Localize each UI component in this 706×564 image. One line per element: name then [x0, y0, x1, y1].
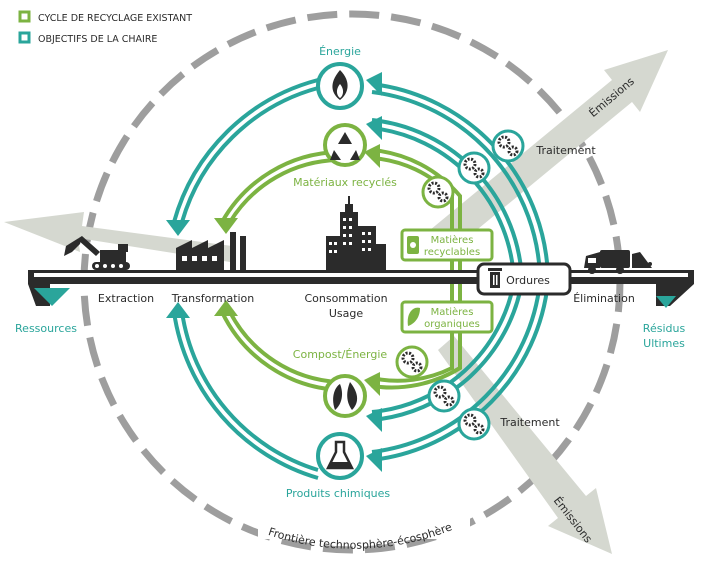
label-ordures: Ordures	[506, 274, 550, 287]
legend-swatch-objectives	[18, 31, 31, 44]
recyclables-box	[400, 228, 494, 262]
materiaux-node	[323, 123, 367, 167]
teal-arrowhead-left-bottom	[166, 302, 190, 318]
ressources-marker	[34, 288, 70, 306]
label-energie: Énergie	[319, 45, 361, 58]
label-traitement-top: Traitement	[535, 144, 596, 157]
frontier-label-backdrop	[258, 513, 470, 539]
teal-outer-loops	[172, 78, 319, 480]
trash-icon	[488, 268, 502, 288]
excavator-icon	[64, 236, 130, 270]
emissions-arrow-bottom	[438, 336, 612, 554]
city-icon	[326, 196, 386, 272]
label-organiques-2: organiques	[424, 319, 480, 330]
label-usage: Usage	[329, 307, 364, 320]
gear-icon	[427, 379, 461, 413]
label-consommation: Consommation	[304, 292, 387, 305]
label-organiques-1: Matières	[431, 306, 474, 318]
label-materiaux: Matériaux recyclés	[293, 176, 397, 189]
teal-arrowheads-right	[366, 72, 382, 472]
legend-swatch-existing	[18, 10, 31, 23]
label-compost: Compost/Énergie	[293, 348, 388, 361]
label-recyclables-2: recyclables	[424, 247, 480, 258]
garbage-truck-icon	[584, 250, 652, 274]
label-recyclables-1: Matières	[431, 234, 474, 246]
gear-icon	[421, 175, 455, 209]
recycle-bin-icon	[407, 236, 419, 254]
legend-label-objectives: OBJECTIFS DE LA CHAIRE	[38, 34, 157, 45]
gear-icon	[457, 151, 491, 185]
leaf-icon	[407, 307, 420, 326]
legend: CYCLE DE RECYCLAGE EXISTANT OBJECTIFS DE…	[18, 10, 192, 45]
recycle-icon	[330, 132, 360, 160]
gear-icon	[491, 129, 525, 163]
organiques-box	[400, 300, 494, 334]
teal-arrowhead-left-top	[166, 220, 190, 236]
energie-node	[316, 62, 364, 110]
flask-icon	[325, 440, 355, 470]
label-residus-2: Ultimes	[643, 337, 685, 350]
leaf-flame-icon	[333, 384, 343, 410]
legend-label-existing: CYCLE DE RECYCLAGE EXISTANT	[38, 13, 192, 24]
label-elimination: Élimination	[573, 292, 635, 305]
ordures-box	[476, 262, 572, 296]
extraction-arrow	[4, 212, 232, 262]
label-ressources: Ressources	[15, 322, 77, 335]
compost-node	[323, 374, 367, 418]
gear-icon	[395, 345, 429, 379]
label-transformation: Transformation	[171, 292, 255, 305]
residus-marker	[656, 296, 676, 308]
label-traitement-bottom: Traitement	[499, 416, 560, 429]
green-arrowheads	[214, 144, 380, 396]
factory-icon	[176, 232, 246, 272]
gear-icon	[457, 407, 491, 441]
label-residus-1: Résidus	[643, 322, 686, 335]
produits-node	[316, 432, 364, 480]
label-produits: Produits chimiques	[286, 487, 391, 500]
label-extraction: Extraction	[98, 292, 154, 305]
